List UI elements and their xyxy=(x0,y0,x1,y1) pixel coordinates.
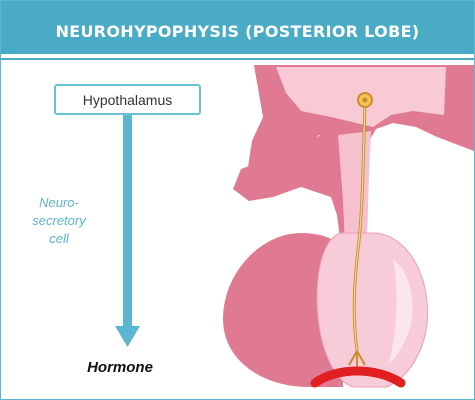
cell-nucleus xyxy=(363,98,368,103)
pituitary-gland xyxy=(223,65,474,387)
arrow-head xyxy=(115,326,140,347)
hormone-label: Hormone xyxy=(55,359,185,376)
hypothalamus-box: Hypothalamus xyxy=(54,84,201,115)
arrow-shaft xyxy=(123,114,132,329)
neurosecretory-arrow xyxy=(115,114,140,347)
neurosecretory-cell-label: Neuro- secretory cell xyxy=(9,194,109,248)
hypothalamus-label: Hypothalamus xyxy=(83,92,173,108)
